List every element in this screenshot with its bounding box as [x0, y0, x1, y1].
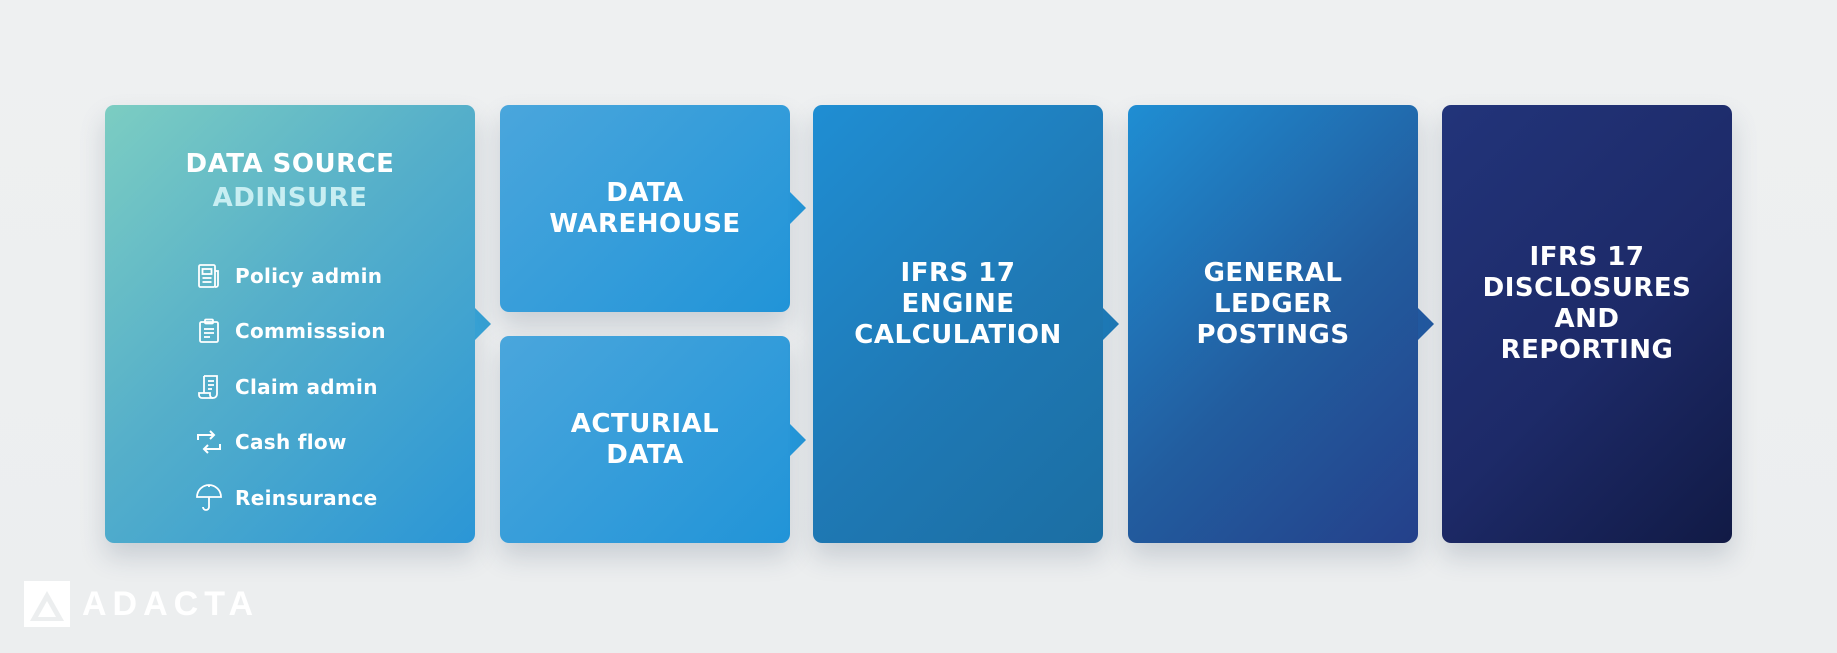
- source-item-claim-admin: Claim admin: [195, 359, 386, 415]
- umbrella-icon: [195, 483, 223, 512]
- scroll-icon: [195, 373, 223, 401]
- source-item-commission: Commisssion: [195, 304, 386, 360]
- engine-line2: ENGINE: [901, 288, 1015, 319]
- actuarial-data-line1: ACTURIAL: [570, 408, 720, 439]
- engine-line1: IFRS 17: [900, 257, 1016, 288]
- ledger-arrow-tab: [1418, 308, 1434, 340]
- general-ledger-box: GENERAL LEDGER POSTINGS: [1128, 105, 1418, 543]
- actuarial-data-box: ACTURIAL DATA: [500, 336, 790, 543]
- newspaper-icon: [195, 262, 223, 290]
- source-item-reinsurance: Reinsurance: [195, 470, 386, 526]
- actuarial-arrow-tab: [790, 424, 806, 456]
- engine-arrow-tab: [1103, 308, 1119, 340]
- source-list: Policy admin Commisssion: [195, 248, 386, 526]
- source-item-label: Cash flow: [235, 430, 347, 455]
- source-item-label: Commisssion: [235, 319, 386, 344]
- source-item-label: Policy admin: [235, 263, 383, 288]
- data-warehouse-box: DATA WAREHOUSE: [500, 105, 790, 312]
- data-source-subtitle: ADINSURE: [212, 183, 368, 213]
- engine-line3: CALCULATION: [854, 319, 1062, 350]
- actuarial-data-line2: DATA: [606, 439, 684, 470]
- logo-wordmark: ADACTA: [82, 584, 260, 623]
- disclosures-line3: AND: [1554, 304, 1620, 334]
- ledger-line3: POSTINGS: [1196, 319, 1350, 350]
- repeat-arrows-icon: [195, 428, 223, 456]
- logo-mark-icon: [24, 581, 70, 627]
- disclosures-box: IFRS 17 DISCLOSURES AND REPORTING: [1442, 105, 1732, 543]
- adacta-logo: ADACTA: [24, 581, 259, 627]
- disclosures-line4: REPORTING: [1500, 335, 1674, 365]
- warehouse-arrow-tab: [790, 192, 806, 224]
- data-source-title: DATA SOURCE: [185, 149, 395, 179]
- source-item-label: Claim admin: [235, 374, 378, 399]
- clipboard-icon: [195, 317, 223, 345]
- data-warehouse-line1: DATA: [606, 177, 684, 208]
- disclosures-line2: DISCLOSURES: [1482, 273, 1692, 303]
- source-item-cash-flow: Cash flow: [195, 415, 386, 471]
- ledger-line1: GENERAL: [1203, 257, 1343, 288]
- source-item-policy-admin: Policy admin: [195, 248, 386, 304]
- disclosures-line1: IFRS 17: [1529, 242, 1645, 272]
- source-arrow-tab: [475, 308, 491, 340]
- data-source-box: DATA SOURCE ADINSURE Policy admin: [105, 105, 475, 543]
- source-item-label: Reinsurance: [235, 485, 378, 510]
- data-warehouse-line2: WAREHOUSE: [549, 208, 741, 239]
- ledger-line2: LEDGER: [1213, 288, 1333, 319]
- ifrs-engine-box: IFRS 17 ENGINE CALCULATION: [813, 105, 1103, 543]
